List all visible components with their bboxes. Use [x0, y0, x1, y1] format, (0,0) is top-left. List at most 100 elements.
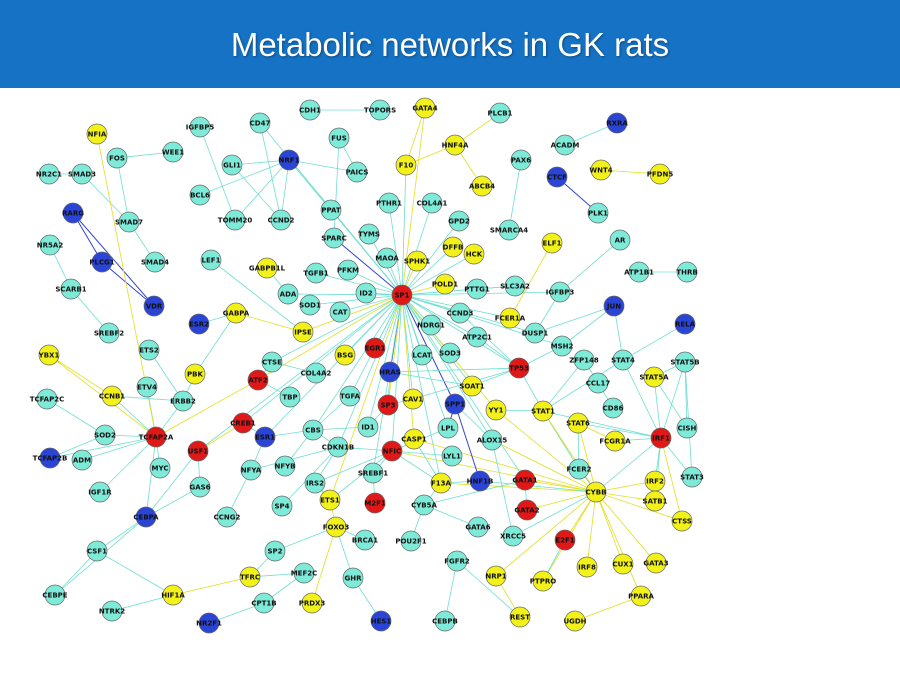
node-rarg: RARG — [62, 202, 84, 224]
node-label: PTPRO — [530, 578, 556, 586]
node-label: F10 — [399, 162, 414, 170]
edge-irf1-cybb — [595, 437, 662, 493]
node-igf1r: IGF1R — [88, 481, 112, 503]
node-circle — [253, 592, 275, 614]
node-label: ETV4 — [137, 384, 157, 392]
node-label: CDH1 — [299, 107, 321, 115]
node-stat6: STAT6 — [566, 412, 590, 434]
node-label: PPAT — [321, 207, 340, 215]
edge-vdr-rarg — [72, 212, 155, 307]
node-bsg: BSG — [334, 344, 356, 366]
node-circle — [189, 184, 211, 206]
node-label: SPP1 — [445, 401, 465, 409]
node-label: ALOX15 — [477, 437, 508, 445]
node-creb1: CREB1 — [230, 412, 256, 434]
edge-stat4-stat1 — [542, 359, 624, 412]
node-label: CYBB — [586, 489, 607, 497]
node-circle — [467, 516, 489, 538]
node-label: GLI1 — [223, 162, 241, 170]
node-label: NFYA — [241, 467, 262, 475]
edge-vdr-plcg1 — [101, 261, 155, 307]
edge-sp1-ppat — [330, 209, 403, 296]
node-circle — [162, 584, 184, 606]
node-ada: ADA — [277, 283, 299, 305]
node-label: VDR — [146, 303, 163, 311]
node-label: IGF1R — [88, 489, 112, 497]
node-circle — [676, 417, 698, 439]
node-hnf1b: HNF1B — [467, 470, 494, 492]
edge-hif1a-csf1 — [96, 550, 174, 596]
edge-jun-msh2 — [561, 305, 615, 347]
node-pthr1: PTHR1 — [376, 192, 402, 214]
node-ndrg1: NDRG1 — [417, 314, 445, 336]
node-label: ADA — [280, 291, 297, 299]
node-label: ZFP148 — [569, 357, 599, 365]
node-circle — [411, 344, 433, 366]
node-circle — [337, 259, 359, 281]
edge-sp1-cbs — [312, 294, 403, 431]
node-circle — [643, 366, 665, 388]
node-label: IRS2 — [306, 480, 324, 488]
node-circle — [118, 211, 140, 233]
edge-cybb-gata3 — [595, 491, 657, 564]
node-label: CTCF — [547, 174, 567, 182]
node-label: YBX1 — [38, 352, 60, 360]
node-label: F13A — [431, 480, 452, 488]
node-m2f1: M2F1 — [364, 492, 386, 514]
node-label: AR — [615, 237, 626, 245]
edge-sp1-sparc — [333, 237, 403, 296]
node-soat1: SOAT1 — [459, 375, 485, 397]
node-circle — [225, 302, 247, 324]
node-label: SCARB1 — [55, 286, 86, 294]
edge-sp1-id1 — [367, 294, 403, 428]
node-sp3: SP3 — [377, 394, 399, 416]
node-circle — [576, 556, 598, 578]
node-nr2c1: NR2C1 — [36, 163, 62, 185]
node-circle — [568, 458, 590, 480]
node-circle — [189, 116, 211, 138]
node-igfbp3: IGFBP3 — [546, 281, 574, 303]
node-circle — [502, 525, 524, 547]
node-label: PTHR1 — [376, 200, 402, 208]
node-circle — [355, 282, 377, 304]
node-label: GAS6 — [189, 484, 210, 492]
node-circle — [370, 610, 392, 632]
node-plcg1: PLCG1 — [89, 251, 115, 273]
node-alox15: ALOX15 — [477, 429, 508, 451]
node-label: IRF2 — [646, 478, 664, 486]
node-dffb: DFFB — [443, 236, 463, 258]
edge-hras-soat1 — [389, 371, 473, 387]
node-label: IPSE — [294, 329, 312, 337]
node-label: SPHK1 — [404, 258, 430, 266]
node-circle — [292, 321, 314, 343]
node-label: TFRC — [240, 574, 260, 582]
node-circle — [489, 102, 511, 124]
node-label: IRF8 — [578, 564, 596, 572]
node-label: HIF1A — [161, 592, 185, 600]
node-label: WNT4 — [589, 167, 612, 175]
node-circle — [420, 314, 442, 336]
node-label: ESR1 — [255, 434, 275, 442]
node-circle — [221, 154, 243, 176]
node-circle — [381, 440, 403, 462]
node-egr1: EGR1 — [365, 337, 386, 359]
node-label: SP4 — [274, 503, 289, 511]
node-circle — [504, 275, 526, 297]
node-circle — [434, 273, 456, 295]
node-zfp148: ZFP148 — [569, 349, 599, 371]
node-label: SREBF2 — [94, 330, 124, 338]
node-circle — [60, 278, 82, 300]
node-lcat: LCAT — [411, 344, 433, 366]
node-label: HNF1B — [467, 478, 494, 486]
node-circle — [334, 344, 356, 366]
node-smad4: SMAD4 — [141, 251, 169, 273]
node-label: ESR2 — [189, 321, 209, 329]
node-circle — [549, 281, 571, 303]
node-circle — [71, 163, 93, 185]
node-dusp1: DUSP1 — [522, 322, 548, 344]
node-tfrc: TFRC — [239, 566, 261, 588]
node-label: REST — [510, 614, 530, 622]
node-circle — [98, 322, 120, 344]
node-lpl: LPL — [437, 417, 459, 439]
